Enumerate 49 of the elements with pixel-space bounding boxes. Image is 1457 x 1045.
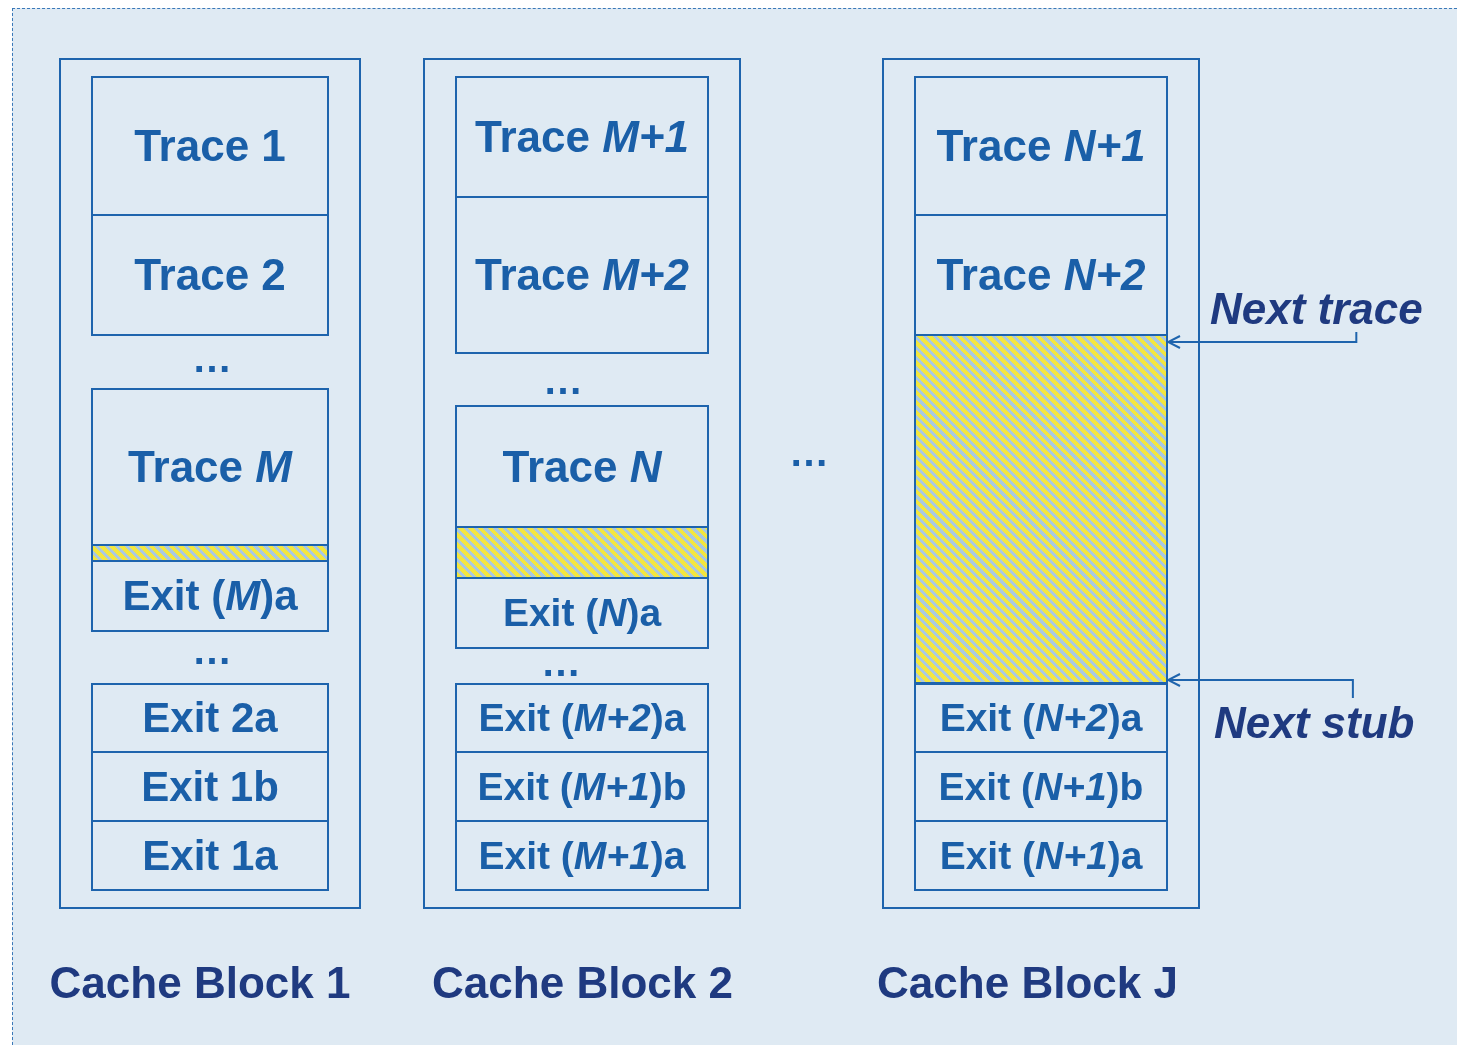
exit-stub-slot <box>91 751 329 822</box>
slot-label: Exit (M+2)a <box>478 696 686 740</box>
exit-stub-slot <box>455 751 709 822</box>
exit-stub-slot <box>91 820 329 891</box>
slot-label: Trace 1 <box>134 121 286 171</box>
slot-label: Trace 2 <box>134 250 286 300</box>
exit-stub-slot <box>455 820 709 891</box>
exit-stub-slot <box>914 751 1168 822</box>
pointer-label: Next stub <box>1214 698 1438 746</box>
exit-stub-slot <box>914 820 1168 891</box>
slot-label: Exit (M)a <box>122 572 298 620</box>
free-space-area <box>455 526 709 579</box>
slot-label: Exit (M+1)a <box>478 833 686 878</box>
ellipsis: … <box>192 338 232 378</box>
slot-label: Exit 1b <box>141 762 279 811</box>
ellipsis: … <box>789 432 829 472</box>
ellipsis: … <box>192 630 232 670</box>
slot-label: Exit (N)a <box>502 591 662 635</box>
block-label: Cache Block 2 <box>431 958 734 1008</box>
trace-slot <box>91 214 329 336</box>
exit-stub-slot <box>914 683 1168 753</box>
pointer-arrow <box>1167 331 1358 349</box>
slot-label: Trace M+2 <box>474 250 689 300</box>
pointer-label: Next trace <box>1210 284 1446 332</box>
block-label: Cache Block 1 <box>48 958 352 1008</box>
trace-slot <box>455 76 709 198</box>
trace-slot <box>914 76 1168 216</box>
trace-slot <box>91 76 329 216</box>
slot-label: Trace N+1 <box>936 121 1146 171</box>
exit-stub-slot <box>455 683 709 753</box>
slot-label: Exit (M+1)b <box>477 764 687 809</box>
block-label: Cache Block J <box>876 958 1179 1008</box>
slot-label: Exit 2a <box>142 694 278 742</box>
slot-label: Trace M+1 <box>474 112 689 162</box>
pointer-arrow <box>1167 673 1354 699</box>
slot-label: Exit (N+1)b <box>938 764 1144 809</box>
exit-stub-slot <box>91 560 329 632</box>
ellipsis: … <box>541 642 581 682</box>
slot-label: Exit (N+2)a <box>939 696 1143 740</box>
ellipsis: … <box>543 360 583 400</box>
slot-label: Trace N+2 <box>936 250 1146 300</box>
slot-label: Trace M <box>128 442 292 492</box>
slot-label: Exit 1a <box>142 831 278 880</box>
exit-stub-slot <box>91 683 329 753</box>
free-space-area <box>914 334 1168 684</box>
slot-label: Exit (N+1)a <box>939 833 1143 878</box>
slot-label: Trace N <box>502 441 662 492</box>
exit-stub-slot <box>455 577 709 649</box>
trace-slot <box>455 196 709 354</box>
